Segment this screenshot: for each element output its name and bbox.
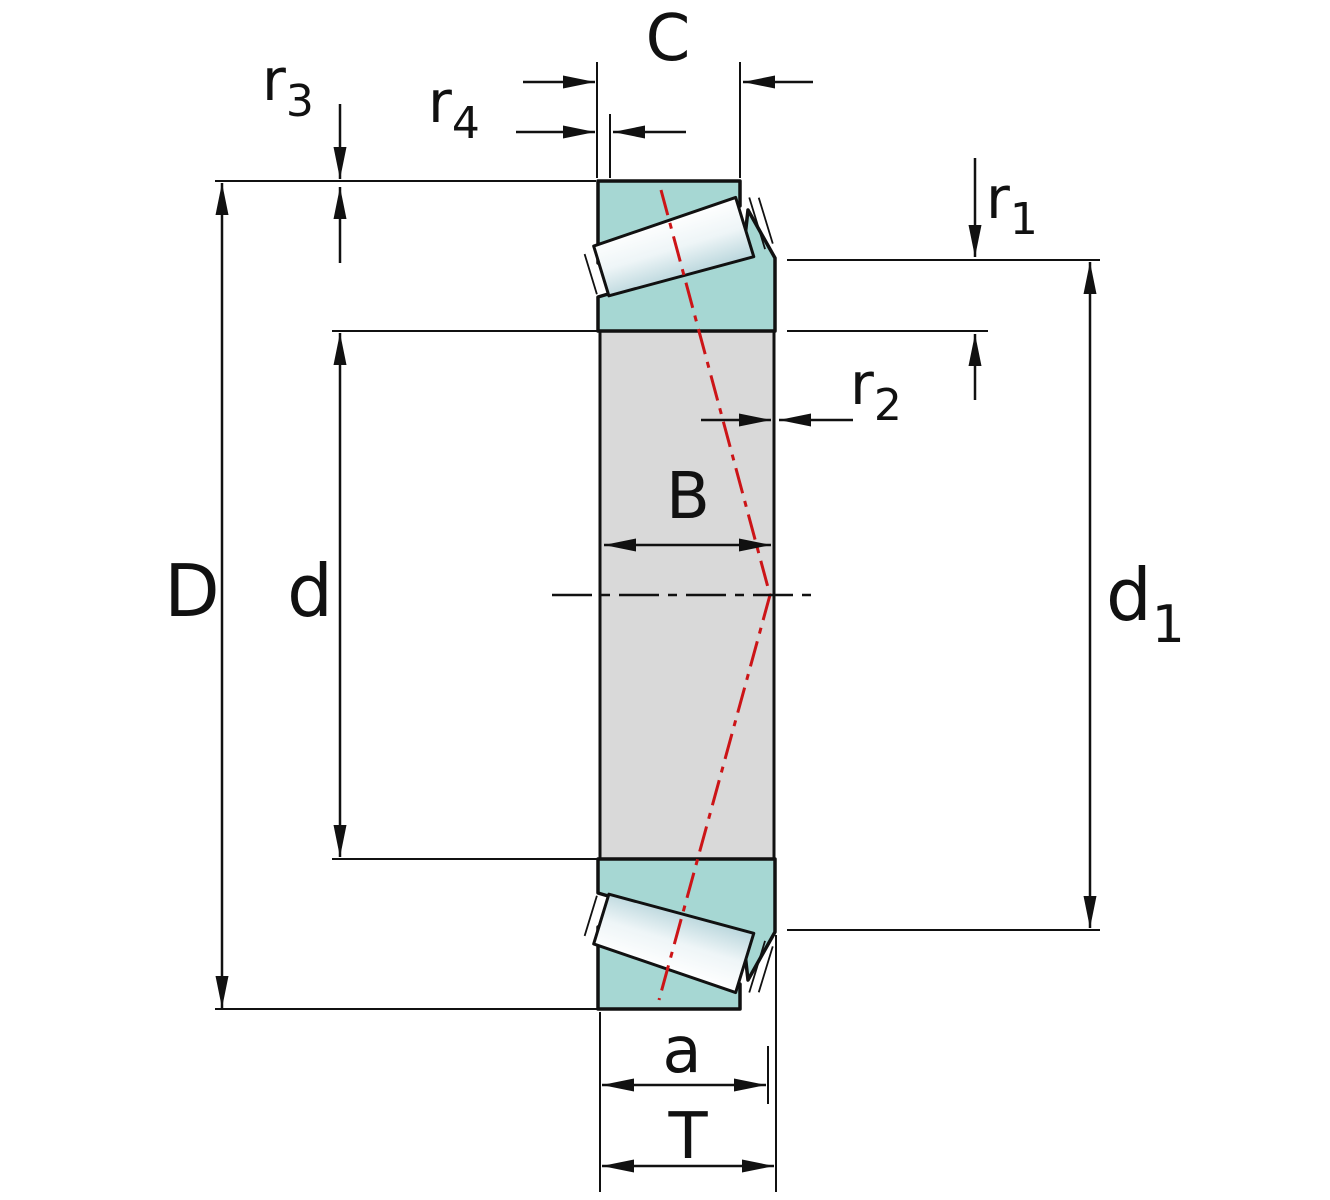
label-outer-diameter-D: D — [164, 549, 219, 633]
pressure-line-upper — [659, 189, 772, 596]
label-total-width-T: T — [667, 1100, 708, 1174]
tapered-roller-group — [583, 195, 774, 298]
label-bore-diameter-d: d — [287, 549, 333, 633]
label-chamfer-r1: r1 — [986, 164, 1038, 245]
cage-line-left — [583, 253, 598, 295]
label-chamfer-r2: r2 — [850, 350, 902, 431]
tapered-roller — [592, 195, 756, 298]
cage-line-right-inner — [748, 197, 766, 250]
label-chamfer-r4: r4 — [428, 68, 480, 149]
label-diameter-d1: d1 — [1106, 553, 1185, 655]
cage-line-right-outer — [757, 197, 774, 244]
label-pressure-center-a: a — [662, 1014, 701, 1088]
label-outer-ring-width-C: C — [646, 2, 691, 76]
pressure-line-lower — [657, 594, 772, 1001]
label-inner-ring-width-B: B — [666, 460, 710, 534]
label-chamfer-r3: r3 — [262, 46, 314, 127]
bearing-upper-half — [583, 179, 777, 333]
